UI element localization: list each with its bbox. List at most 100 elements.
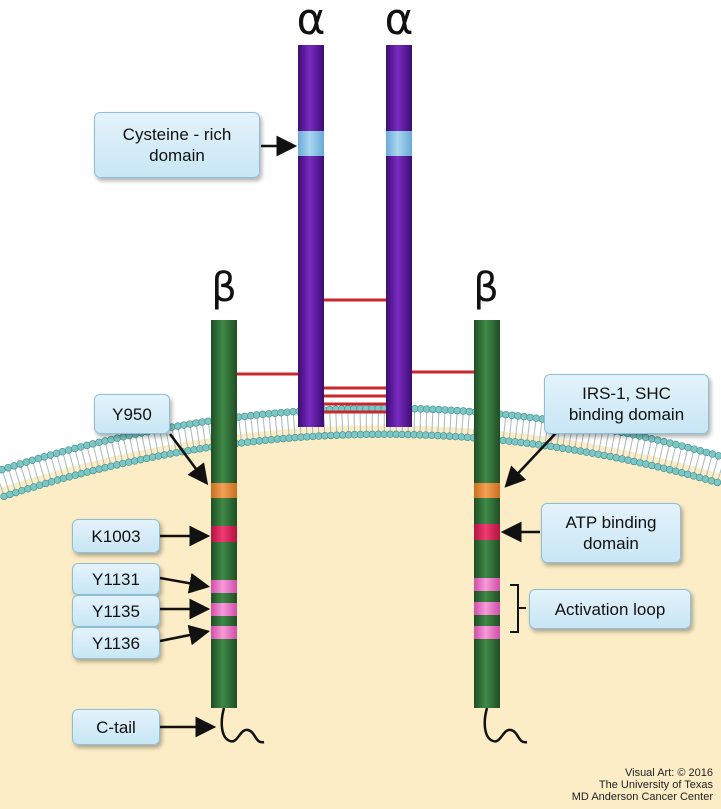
lipid-tail <box>189 426 195 447</box>
lipid-head-outer <box>532 414 540 422</box>
lipid-tail <box>292 414 296 435</box>
lipid-head-outer <box>660 437 668 446</box>
lipid-head-outer <box>666 439 674 447</box>
lipid-head-outer <box>174 422 182 430</box>
lipid-tail <box>280 415 284 436</box>
lipid-tail <box>628 437 634 458</box>
lipid-head-outer <box>52 449 61 458</box>
lipid-tail <box>68 452 76 473</box>
lipid-head-outer <box>4 464 12 472</box>
lipid-tail <box>461 413 464 434</box>
lipid-tail <box>135 437 141 457</box>
lipid-head-inner <box>618 455 626 463</box>
lipid-head-outer <box>180 421 188 429</box>
lipid-head-outer <box>246 411 255 420</box>
lipid-head-outer <box>465 407 474 416</box>
lipid-tail <box>274 416 278 437</box>
lipid-head-outer <box>259 410 267 419</box>
lipid-tail <box>335 412 338 433</box>
lipid-head-inner <box>119 459 127 468</box>
arrow <box>159 573 211 594</box>
beta-chain-right <box>474 320 500 708</box>
lipid-tail <box>646 441 652 462</box>
lipid-head-inner <box>606 452 614 461</box>
lipid-head-inner <box>648 461 656 470</box>
lipid-tail <box>105 443 111 464</box>
lipid-tail <box>262 417 266 438</box>
lipid-tail <box>347 411 350 432</box>
lipid-tail <box>640 440 646 460</box>
callout-line: Cysteine - rich <box>122 125 232 144</box>
lipid-head-outer <box>714 452 721 460</box>
cysteine-rich-band-left <box>298 131 324 156</box>
lipid-head-inner <box>636 459 644 467</box>
lipid-tail <box>437 412 440 433</box>
activation-loop-callout: Activation loop <box>529 589 691 629</box>
lipid-tail <box>329 412 332 433</box>
lipid-tail <box>658 444 664 465</box>
alpha-label-right: α <box>384 0 414 45</box>
lipid-tail <box>117 440 123 461</box>
beta-chain-left <box>211 320 237 708</box>
k1003-callout: K1003 <box>72 519 160 553</box>
lipid-tail <box>467 414 470 435</box>
lipid-tail <box>8 470 16 490</box>
lipid-head-inner <box>172 449 181 457</box>
lipid-head-outer <box>46 451 55 459</box>
callout-arrows <box>159 135 557 738</box>
alpha-chain-right <box>386 45 412 427</box>
arrow <box>159 624 211 646</box>
lipid-tail <box>0 482 4 494</box>
cysteine-rich-domain-callout: Cysteine - rich domain <box>94 112 260 178</box>
lipid-head-outer <box>702 448 711 457</box>
lipid-head-inner <box>166 450 175 458</box>
beta-label-left: β <box>211 265 237 311</box>
lipid-head-outer <box>64 446 73 454</box>
lipid-head-inner <box>576 447 585 455</box>
cysteine-rich-band-right <box>386 131 412 156</box>
irs-shc-binding-callout: IRS-1, SHC binding domain <box>544 374 709 434</box>
lipid-head-outer <box>265 410 273 418</box>
lipid-tail <box>508 418 513 439</box>
lipid-head-outer <box>447 406 455 414</box>
lipid-tail <box>238 420 242 440</box>
lipid-head-outer <box>28 456 37 464</box>
lipid-head-outer <box>647 435 656 443</box>
lipid-tail <box>622 436 628 457</box>
lipid-tail <box>62 454 70 475</box>
atp-site-band-left <box>211 526 237 542</box>
lipid-head-inner <box>713 478 721 487</box>
lipid-tail <box>196 425 201 446</box>
tyrosine-band-left <box>211 580 237 593</box>
lipid-tail <box>514 418 519 439</box>
callout-line: domain <box>583 534 639 553</box>
lipid-head-inner <box>125 458 133 466</box>
lipid-tail <box>419 411 422 432</box>
lipid-tail <box>56 456 64 476</box>
lipid-head-outer <box>526 413 534 422</box>
lipid-tail <box>93 446 99 467</box>
lipid-head-outer <box>83 441 91 450</box>
lipid-head-inner <box>594 450 603 458</box>
lipid-head-outer <box>34 454 43 463</box>
lipid-head-outer <box>708 450 717 458</box>
lipid-head-inner <box>113 461 121 469</box>
alpha-chain-left <box>298 45 324 427</box>
lipid-tail <box>717 468 721 480</box>
lipid-head-outer <box>40 453 49 461</box>
lipid-tail <box>87 448 93 468</box>
tyrosine-band-left <box>211 626 237 639</box>
lipid-tail <box>183 427 189 448</box>
c-tail-callout: C-tail <box>72 709 160 745</box>
callout-line: ATP binding <box>565 513 657 532</box>
lipid-tail <box>664 445 670 466</box>
lipid-head-outer <box>89 440 97 448</box>
lipid-head-inner <box>137 455 145 464</box>
lipid-tail <box>652 442 658 463</box>
lipid-tail <box>413 411 416 432</box>
lipid-tail <box>26 464 34 485</box>
lipid-tail <box>669 447 676 467</box>
lipid-tail <box>165 431 171 451</box>
lipid-head-inner <box>154 452 163 460</box>
